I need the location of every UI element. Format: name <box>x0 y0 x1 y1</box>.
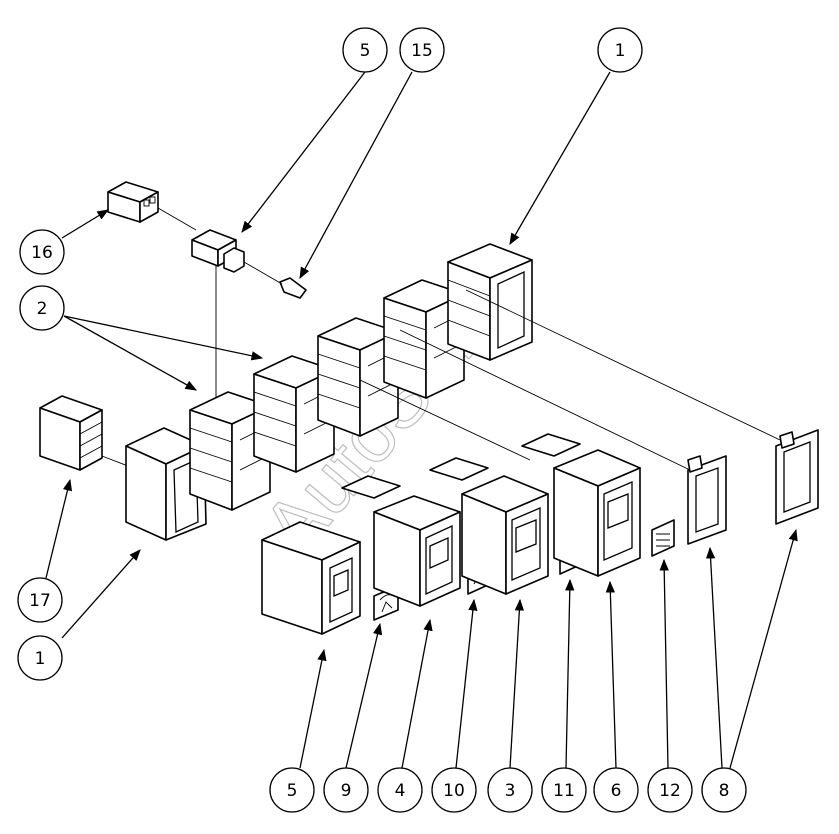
lens-part-8-right <box>775 429 819 525</box>
callout-17: 17 <box>17 577 63 623</box>
rocker-switch-part-3 <box>429 457 549 595</box>
callout-2-label: 2 <box>37 299 48 319</box>
callout-11: 11 <box>541 767 587 813</box>
callout-9: 9 <box>323 767 369 813</box>
callout-5-top-label: 5 <box>360 41 371 61</box>
bulb-part-15 <box>279 277 307 299</box>
callout-15-top: 15 <box>399 27 445 73</box>
callout-1-left-label: 1 <box>35 649 46 669</box>
rocker-switch-part-5 <box>261 521 361 635</box>
callout-17-label: 17 <box>29 591 51 611</box>
lamp-holder-part-5 <box>191 229 245 273</box>
callout-15-top-label: 15 <box>411 41 433 61</box>
callout-5-top: 5 <box>342 27 388 73</box>
callout-1-left: 1 <box>17 635 63 681</box>
lens-part-8-left <box>687 455 727 545</box>
callout-4: 4 <box>377 767 423 813</box>
callout-12: 12 <box>647 767 693 813</box>
icon-lens-part-12 <box>651 519 675 557</box>
rocker-switch-part-6 <box>521 433 641 577</box>
callout-10: 10 <box>431 767 477 813</box>
callout-4-label: 4 <box>395 781 406 801</box>
callout-12-label: 12 <box>659 781 681 801</box>
callout-10-label: 10 <box>443 781 465 801</box>
leader-lines <box>45 71 798 769</box>
callout-5-bottom-label: 5 <box>287 781 298 801</box>
callout-11-label: 11 <box>553 781 575 801</box>
callout-9-label: 9 <box>341 781 352 801</box>
mounting-frame-part-1-top <box>447 243 533 361</box>
connector-plug-part-16 <box>107 181 159 223</box>
callout-5-bottom: 5 <box>269 767 315 813</box>
callout-16-label: 16 <box>31 243 53 263</box>
callout-3-label: 3 <box>505 781 516 801</box>
callout-1-top: 1 <box>597 27 643 73</box>
blanking-cover-part-17 <box>39 395 197 493</box>
rocker-switch-part-4 <box>341 475 461 607</box>
callout-6: 6 <box>593 767 639 813</box>
callout-8-label: 8 <box>719 781 730 801</box>
callout-16: 16 <box>19 229 65 275</box>
callout-3: 3 <box>487 767 533 813</box>
callout-2: 2 <box>19 285 65 331</box>
callout-1-top-label: 1 <box>615 41 626 61</box>
callout-8: 8 <box>701 767 747 813</box>
callout-6-label: 6 <box>611 781 622 801</box>
